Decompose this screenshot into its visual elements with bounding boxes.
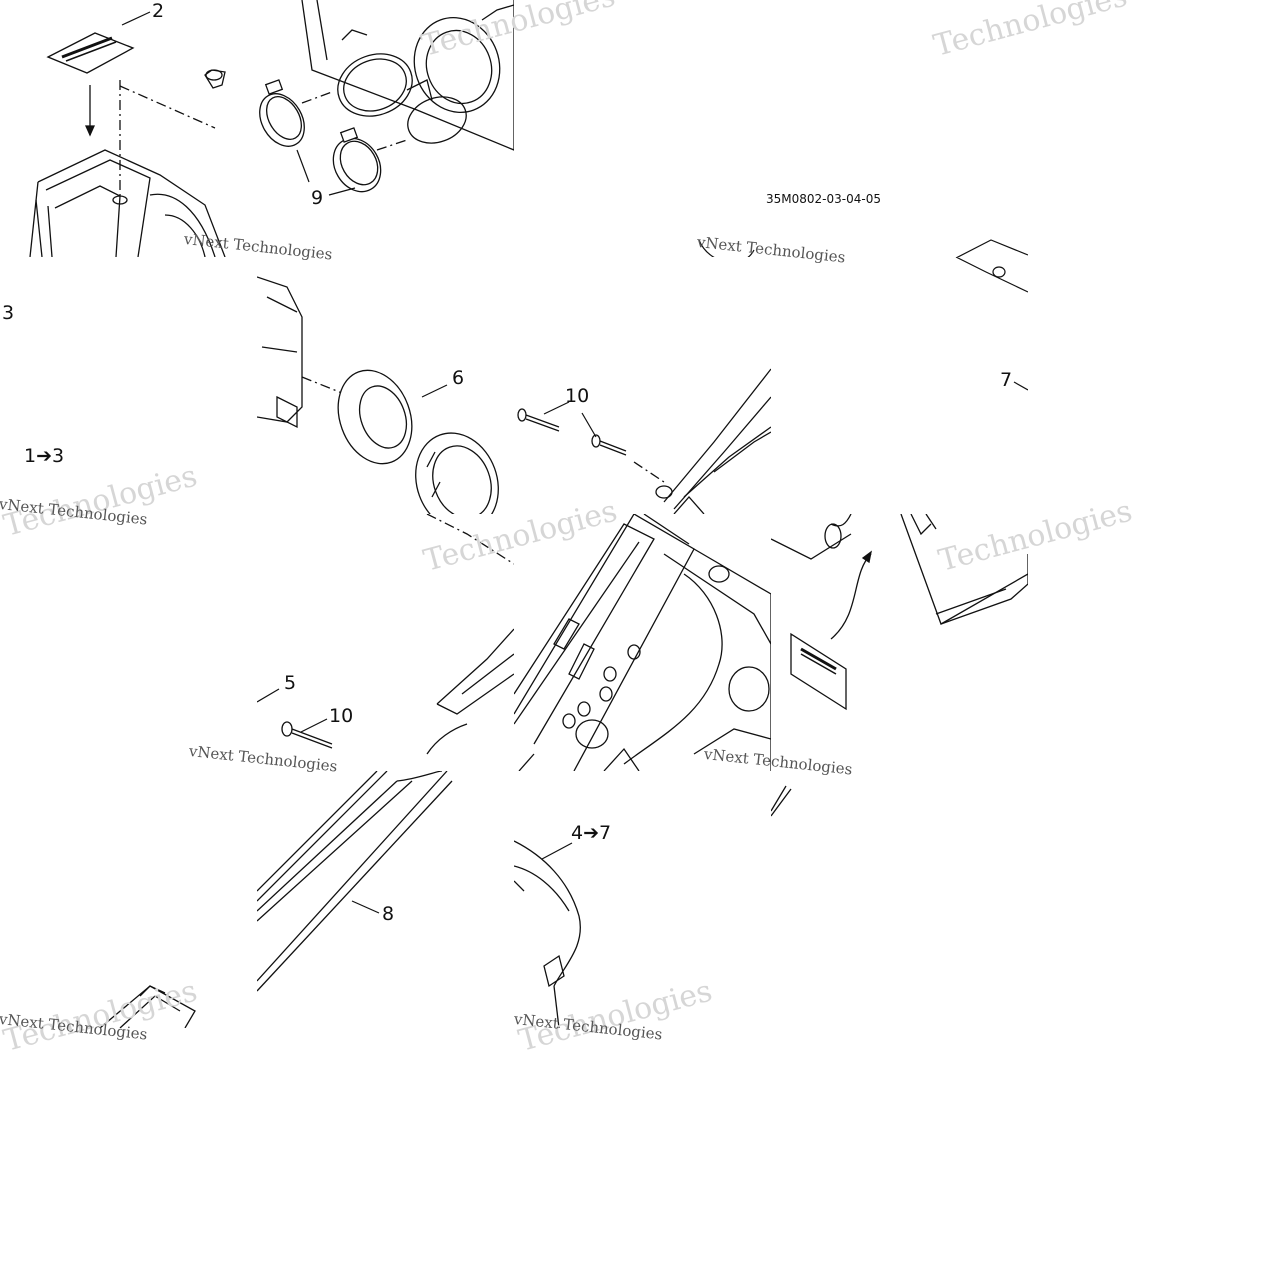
callout-10-bottom: 10 <box>329 705 354 727</box>
airbox-top-drawing <box>259 0 514 196</box>
callout-10-top: 10 <box>565 385 590 407</box>
row3-left-drawing <box>257 514 514 755</box>
seal-drawing <box>257 276 499 514</box>
row4-left-drawing <box>99 985 196 1028</box>
leader-line-2 <box>121 11 151 26</box>
leader-line-6 <box>421 384 448 398</box>
callout-7: 7 <box>1000 369 1013 391</box>
tile-row3-left: 10 <box>257 514 514 771</box>
leader-line-10b <box>581 412 597 438</box>
tile-bar: 8 <box>257 771 514 1028</box>
tile-row2-right <box>771 257 1028 514</box>
callout-4-to-7: 4➔7 <box>571 822 612 844</box>
leader-line-4-to-7 <box>541 842 573 860</box>
code-tile-drawing <box>698 239 755 257</box>
leader-line-10c <box>300 718 328 733</box>
leader-line-9b <box>328 187 356 196</box>
tile-bolts-top: 10 <box>514 257 771 514</box>
callout-2: 2 <box>152 0 165 22</box>
tile-decal-right <box>771 514 1028 771</box>
cover-drawing <box>514 840 581 1028</box>
tile-lid: 2 <box>0 0 257 257</box>
leader-line-8 <box>351 900 380 914</box>
tile-cover: 4➔7 <box>514 771 771 1028</box>
leader-line-7 <box>1013 381 1028 391</box>
bolts-top-drawing <box>517 368 771 514</box>
lid-drawing <box>29 11 226 257</box>
callout-5: 5 <box>284 672 297 694</box>
leader-line-9a <box>296 149 310 183</box>
callout-8: 8 <box>382 903 395 925</box>
callout-3: 3 <box>2 302 15 324</box>
row4-right-drawing <box>771 785 792 817</box>
tile-seal: 6 <box>257 257 514 514</box>
tile-top-right <box>771 0 1028 257</box>
top-right-drawing <box>956 239 1028 257</box>
tile-row2-left <box>0 257 257 514</box>
callout-9: 9 <box>311 187 324 209</box>
row2-right-drawing <box>955 257 1028 391</box>
callout-1-to-3: 1➔3 <box>24 445 65 467</box>
frame-drawing <box>514 514 771 771</box>
callout-6: 6 <box>452 367 465 389</box>
leader-line-10a <box>543 401 570 415</box>
part-code-label: 35M0802-03-04-05 <box>766 192 881 206</box>
tile-frame <box>514 514 771 771</box>
tile-row4-left <box>0 771 257 1028</box>
tile-airbox-top: 9 <box>257 0 514 257</box>
tile-code <box>514 0 771 257</box>
bar-drawing <box>257 771 453 992</box>
tile-row4-right <box>771 771 1028 1028</box>
decal-right-drawing <box>771 514 1028 711</box>
leader-line-5 <box>257 688 280 703</box>
